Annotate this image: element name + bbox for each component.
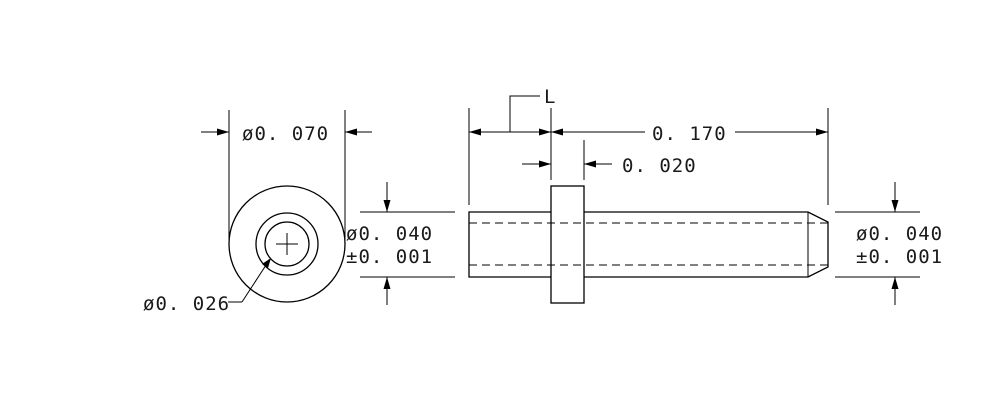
body-diameter-label: ø0. 040 — [346, 223, 433, 245]
side-view — [468, 95, 920, 305]
outer-diameter-label: ø0. 070 — [242, 123, 329, 145]
body-tolerance-label: ±0. 001 — [346, 246, 433, 268]
tip-diameter-label: ø0. 040 — [856, 223, 943, 245]
arrow-flange-right — [584, 160, 596, 168]
tip-arrow-up — [891, 277, 899, 289]
tip-tolerance-label: ±0. 001 — [856, 246, 943, 268]
arrow-flange-left — [539, 160, 551, 168]
arrow-down — [383, 200, 391, 212]
datum-L-label: L — [544, 86, 556, 108]
arrow-up — [383, 277, 391, 289]
tip-arrow-down — [891, 200, 899, 212]
end-view — [201, 110, 455, 305]
inner-circle — [264, 221, 310, 267]
overall-length-label: 0. 170 — [652, 123, 727, 145]
arrow-L-right — [539, 128, 551, 136]
leader-arrow — [262, 258, 271, 268]
flange — [550, 185, 585, 304]
left-shaft — [468, 211, 551, 278]
right-shaft — [584, 211, 829, 278]
arrow-left — [345, 128, 357, 136]
flange-width-label: 0. 020 — [622, 155, 697, 177]
arrow-length-right — [816, 128, 828, 136]
arrow-L-left — [469, 128, 481, 136]
arrow-length-left — [551, 128, 563, 136]
inner-diameter-label: ø0. 026 — [143, 293, 230, 315]
L-leader — [509, 95, 540, 132]
arrow-right — [217, 128, 229, 136]
middle-circle — [255, 212, 319, 276]
leader-line — [241, 261, 269, 303]
outer-circle — [228, 185, 346, 303]
